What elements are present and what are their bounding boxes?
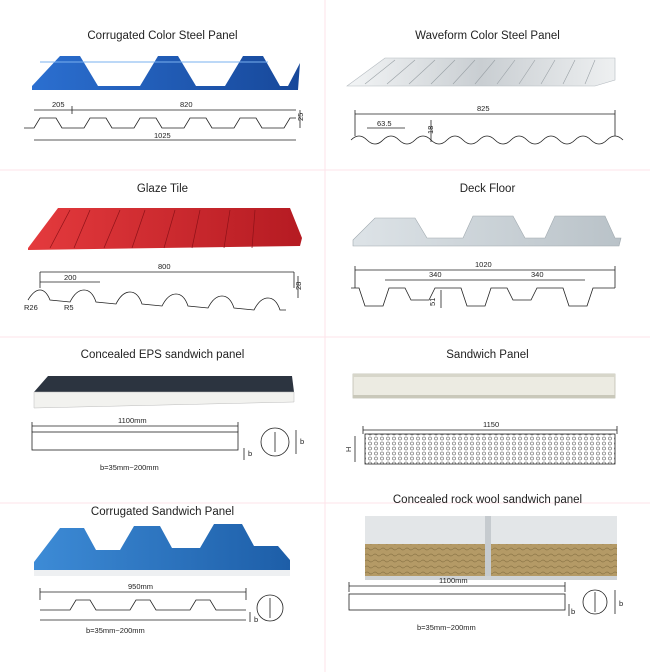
dim-1100mm: 1100mm xyxy=(439,576,468,585)
deck-sheet-image xyxy=(352,215,622,247)
dim-340-left: 340 xyxy=(429,270,442,279)
corrugated-steel-drawing: 205 820 25 1025 xyxy=(24,56,305,141)
dim-1100mm: 1100mm xyxy=(118,416,147,425)
dim-205: 205 xyxy=(52,100,65,109)
dim-340-right: 340 xyxy=(531,270,544,279)
profile-drawing xyxy=(27,271,299,311)
panel-title: Glaze Tile xyxy=(136,183,189,195)
profile-drawing xyxy=(31,422,297,460)
panel-eps-sandwich: Concealed EPS sandwich panel 1100mm b b … xyxy=(0,336,325,504)
panel-deck-floor: Deck Floor 1020 340 340 51 xyxy=(325,168,650,336)
dim-800: 800 xyxy=(158,262,171,271)
panel-corrugated-sandwich: Corrugated Sandwich Panel 950mm b b=35mm… xyxy=(0,504,325,672)
profile-drawing xyxy=(348,582,616,616)
panel-rockwool-sandwich: Concealed rock wool sandwich panel 1100m xyxy=(325,494,650,672)
dim-1025: 1025 xyxy=(154,131,171,140)
profile-drawing xyxy=(350,110,624,145)
dim-b-range: b=35mm~200mm xyxy=(86,626,145,635)
panel-title: Corrugated Sandwich Panel xyxy=(90,506,235,518)
dim-1020: 1020 xyxy=(475,260,492,269)
dim-b-side: b xyxy=(571,607,575,616)
dim-r26: R26 xyxy=(24,303,38,312)
dim-950mm: 950mm xyxy=(128,582,153,591)
panel-title: Concealed EPS sandwich panel xyxy=(80,349,245,361)
panel-corrugated-steel: Corrugated Color Steel Panel 205 820 25 … xyxy=(0,0,325,168)
dim-825: 825 xyxy=(477,104,490,113)
steel-sheet-image xyxy=(346,57,616,87)
dim-b: b xyxy=(254,615,258,624)
profile-drawing xyxy=(351,266,616,308)
dim-b-right: b xyxy=(300,437,304,446)
deck-floor-drawing: 1020 340 340 51 xyxy=(351,215,622,308)
panel-title: Sandwich Panel xyxy=(446,349,529,361)
dim-r5: R5 xyxy=(64,303,74,312)
dim-b-right: b xyxy=(619,599,623,608)
sandwich-panel-image xyxy=(34,376,294,392)
panel-title: Deck Floor xyxy=(459,183,516,195)
dim-b-side: b xyxy=(248,449,252,458)
panel-glaze-tile: Glaze Tile 800 200 28 R26 R5 xyxy=(0,168,325,336)
panel-sandwich: Sandwich Panel 1150 H xyxy=(325,336,650,504)
dim-b-range: b=35mm~200mm xyxy=(100,463,159,472)
dim-18: 18 xyxy=(426,126,435,134)
tile-sheet-image xyxy=(28,208,302,250)
panel-title: Concealed rock wool sandwich panel xyxy=(392,494,583,506)
dim-h: H xyxy=(344,447,353,452)
dim-820: 820 xyxy=(180,100,193,109)
sandwich-drawing: 1150 H xyxy=(344,373,618,465)
waveform-steel-drawing: 825 63.5 18 xyxy=(346,57,624,145)
panel-waveform-steel: Waveform Color Steel Panel 825 63.5 18 xyxy=(325,0,650,168)
dim-51: 51 xyxy=(428,298,437,306)
sandwich-panel-image xyxy=(365,516,617,580)
corrugated-sandwich-drawing: 950mm b b=35mm~200mm xyxy=(34,524,290,635)
profile-drawing xyxy=(354,426,618,465)
steel-sheet-image xyxy=(32,56,300,90)
dim-25: 25 xyxy=(296,113,305,121)
eps-sandwich-drawing: 1100mm b b b=35mm~200mm xyxy=(31,376,304,472)
dim-200: 200 xyxy=(64,273,77,282)
dim-b-range: b=35mm~200mm xyxy=(417,623,476,632)
dim-63-5: 63.5 xyxy=(377,119,392,128)
dim-28: 28 xyxy=(294,282,303,290)
profile-drawing xyxy=(24,106,301,141)
sandwich-panel-image xyxy=(352,373,616,399)
rockwool-sandwich-drawing: 1100mm b b b=35mm~200mm xyxy=(348,516,623,632)
panel-title: Corrugated Color Steel Panel xyxy=(87,30,238,42)
sandwich-panel-image xyxy=(34,524,290,570)
dim-1150: 1150 xyxy=(483,420,499,429)
glaze-tile-drawing: 800 200 28 R26 R5 xyxy=(24,208,303,312)
profile-drawing xyxy=(39,588,284,622)
panel-title: Waveform Color Steel Panel xyxy=(415,30,560,42)
